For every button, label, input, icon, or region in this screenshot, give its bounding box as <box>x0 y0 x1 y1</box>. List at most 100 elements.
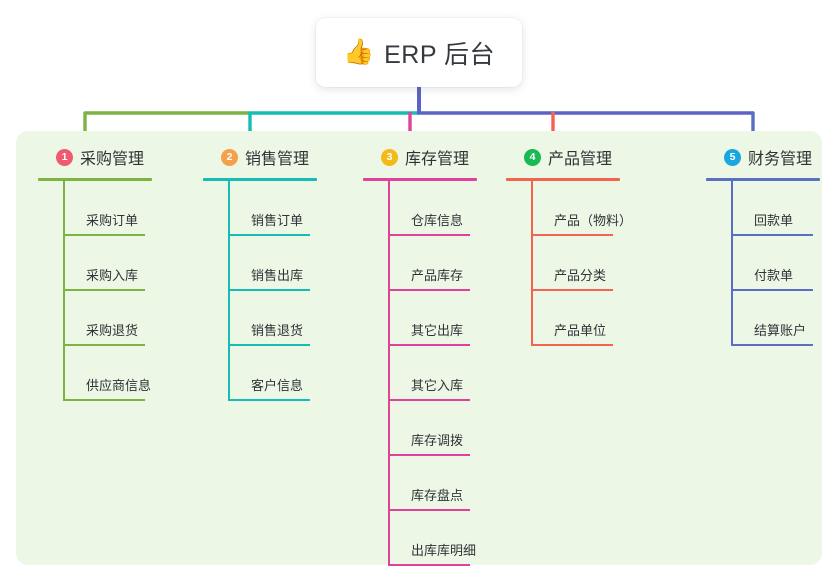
column-header-rule <box>363 178 477 181</box>
module-item-rule <box>228 344 310 346</box>
module-item-rule <box>388 344 470 346</box>
module-item[interactable]: 销售订单 <box>199 181 317 236</box>
column-header[interactable]: 4 产品管理 <box>502 143 620 171</box>
column-title: 库存管理 <box>405 151 470 168</box>
column-spine <box>531 181 533 346</box>
module-item[interactable]: 客户信息 <box>199 346 317 401</box>
module-item-rule <box>731 234 813 236</box>
module-item-rule <box>731 289 813 291</box>
column-title: 销售管理 <box>245 151 310 168</box>
module-item[interactable]: 销售出库 <box>199 236 317 291</box>
module-item-label: 供应商信息 <box>86 378 152 393</box>
module-item-rule <box>388 564 470 566</box>
module-item[interactable]: 采购退货 <box>34 291 152 346</box>
module-item-rule <box>63 344 145 346</box>
module-item-rule <box>731 344 813 346</box>
module-item-label: 产品（物料） <box>554 213 633 228</box>
module-item-label: 销售出库 <box>251 268 304 283</box>
module-column-4: 4 产品管理产品（物料） 产品分类产品单位 <box>502 143 632 346</box>
module-item[interactable]: 仓库信息 <box>359 181 477 236</box>
module-item-label: 产品分类 <box>554 268 607 283</box>
column-items: 回款单付款单结算账户 <box>702 181 820 346</box>
module-item[interactable]: 其它入库 <box>359 346 477 401</box>
module-item-rule <box>388 509 470 511</box>
module-item-rule <box>388 399 470 401</box>
module-item-rule <box>388 234 470 236</box>
module-item[interactable]: 采购订单 <box>34 181 152 236</box>
module-item[interactable]: 产品分类 <box>502 236 620 291</box>
module-item-rule <box>531 289 613 291</box>
module-item-rule <box>388 289 470 291</box>
column-number-badge: 5 <box>724 148 741 166</box>
column-spine <box>63 181 65 401</box>
module-item[interactable]: 结算账户 <box>702 291 820 346</box>
module-item-label: 采购订单 <box>86 213 139 228</box>
module-item[interactable]: 产品单位 <box>502 291 620 346</box>
column-items: 销售订单销售出库销售退货客户信息 <box>199 181 317 401</box>
module-item[interactable]: 采购入库 <box>34 236 152 291</box>
module-item-label: 其它入库 <box>411 378 464 393</box>
module-item[interactable]: 付款单 <box>702 236 820 291</box>
module-item[interactable]: 库存盘点 <box>359 456 477 511</box>
module-item-label: 付款单 <box>754 268 794 283</box>
column-header-rule <box>203 178 317 181</box>
column-number-badge: 4 <box>524 148 541 166</box>
column-title: 产品管理 <box>548 151 613 168</box>
module-item-label: 仓库信息 <box>411 213 464 228</box>
root-node-title: ERP 后台 <box>384 40 496 69</box>
root-node-card[interactable]: 👍 ERP 后台 <box>316 18 522 87</box>
module-item-label: 采购退货 <box>86 323 139 338</box>
module-item-rule <box>228 399 310 401</box>
column-title: 采购管理 <box>80 151 145 168</box>
root-node-content: 👍 ERP 后台 <box>343 35 495 71</box>
module-item-label: 库存调拨 <box>411 433 464 448</box>
column-number-badge: 1 <box>56 148 73 166</box>
column-header[interactable]: 5 财务管理 <box>702 143 820 171</box>
module-item-label: 销售订单 <box>251 213 304 228</box>
column-spine <box>228 181 230 401</box>
column-header-rule <box>506 178 620 181</box>
column-header[interactable]: 3 库存管理 <box>359 143 477 171</box>
column-number-badge: 2 <box>221 148 238 166</box>
module-item[interactable]: 回款单 <box>702 181 820 236</box>
module-item[interactable]: 产品库存 <box>359 236 477 291</box>
module-item[interactable]: 销售退货 <box>199 291 317 346</box>
column-spine <box>731 181 733 346</box>
module-item-rule <box>63 289 145 291</box>
module-item[interactable]: 产品（物料） <box>502 181 632 236</box>
column-spine <box>388 181 390 566</box>
module-item[interactable]: 出库库明细 <box>359 511 477 566</box>
thumbs-up-icon: 👍 <box>342 38 375 66</box>
module-item[interactable]: 其它出库 <box>359 291 477 346</box>
module-item-label: 销售退货 <box>251 323 304 338</box>
column-header[interactable]: 2 销售管理 <box>199 143 317 171</box>
module-item-rule <box>228 289 310 291</box>
module-item-label: 客户信息 <box>251 378 304 393</box>
module-item-rule <box>63 234 145 236</box>
module-item-label: 回款单 <box>754 213 794 228</box>
column-items: 采购订单采购入库采购退货供应商信息 <box>34 181 152 401</box>
module-item-rule <box>531 344 613 346</box>
module-item-label: 采购入库 <box>86 268 139 283</box>
column-header-rule <box>38 178 152 181</box>
column-header[interactable]: 1 采购管理 <box>34 143 152 171</box>
column-number-badge: 3 <box>381 148 398 166</box>
module-item-rule <box>388 454 470 456</box>
module-item-label: 产品单位 <box>554 323 607 338</box>
module-column-3: 3 库存管理仓库信息产品库存其它出库其它入库库存调拨库存盘点出库库明细 <box>359 143 477 566</box>
module-item-label: 结算账户 <box>754 323 807 338</box>
module-item[interactable]: 供应商信息 <box>34 346 152 401</box>
module-column-5: 5 财务管理回款单付款单结算账户 <box>702 143 820 346</box>
module-column-1: 1 采购管理采购订单采购入库采购退货供应商信息 <box>34 143 152 401</box>
module-column-2: 2 销售管理销售订单销售出库销售退货客户信息 <box>199 143 317 401</box>
column-items: 产品（物料） 产品分类产品单位 <box>502 181 632 346</box>
module-item-label: 出库库明细 <box>411 543 477 558</box>
connector-lines <box>83 87 755 140</box>
module-item-label: 库存盘点 <box>411 488 464 503</box>
column-title: 财务管理 <box>748 151 813 168</box>
module-item-rule <box>63 399 145 401</box>
column-items: 仓库信息产品库存其它出库其它入库库存调拨库存盘点出库库明细 <box>359 181 477 566</box>
module-item[interactable]: 库存调拨 <box>359 401 477 456</box>
module-item-label: 其它出库 <box>411 323 464 338</box>
